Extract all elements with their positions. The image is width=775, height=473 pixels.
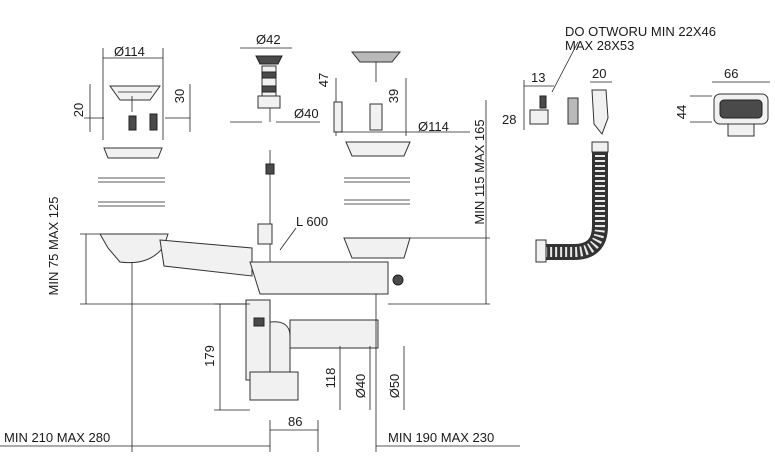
overflow-note-line1: DO OTWORU MIN 22X46 xyxy=(565,24,716,39)
dim-h86: 86 xyxy=(288,414,302,429)
dim-d40-bottom: Ø40 xyxy=(353,374,368,399)
rect-overflow-detail xyxy=(690,81,770,137)
dim-min210: MIN 210 MAX 280 xyxy=(4,430,110,445)
dim-v179: 179 xyxy=(202,345,217,367)
dim-d42: Ø42 xyxy=(256,32,281,47)
dim-d50: Ø50 xyxy=(387,374,402,399)
dim-v20-left: 20 xyxy=(71,103,86,117)
overflow-hose xyxy=(535,141,609,263)
main-assembly xyxy=(99,150,411,401)
dim-min75: MIN 75 MAX 125 xyxy=(46,197,61,296)
dim-d40-small: Ø40 xyxy=(294,106,319,121)
right-strainer-detail xyxy=(333,51,470,205)
gaskets-left xyxy=(98,177,165,207)
dim-v28: 28 xyxy=(502,112,516,127)
dim-d114-mid: Ø114 xyxy=(418,119,449,134)
dim-d114-top: Ø114 xyxy=(114,44,145,59)
dim-h66: 66 xyxy=(724,66,738,81)
plug-detail xyxy=(230,47,320,123)
dim-min190: MIN 190 MAX 230 xyxy=(388,430,494,445)
overflow-note-line2: MAX 28X53 xyxy=(565,38,634,53)
dim-h20: 20 xyxy=(592,66,606,81)
dim-h13: 13 xyxy=(531,70,545,85)
dim-v39: 39 xyxy=(386,89,401,103)
dim-v30: 30 xyxy=(172,89,187,103)
dimension-lines xyxy=(0,100,520,452)
dim-v47: 47 xyxy=(316,73,331,87)
overflow-detail xyxy=(523,41,612,135)
dim-v44: 44 xyxy=(674,105,689,119)
left-strainer-detail xyxy=(84,48,191,159)
dim-v118: 118 xyxy=(323,368,338,389)
dim-min115: MIN 115 MAX 165 xyxy=(472,119,487,224)
dim-l600: L 600 xyxy=(296,214,328,229)
